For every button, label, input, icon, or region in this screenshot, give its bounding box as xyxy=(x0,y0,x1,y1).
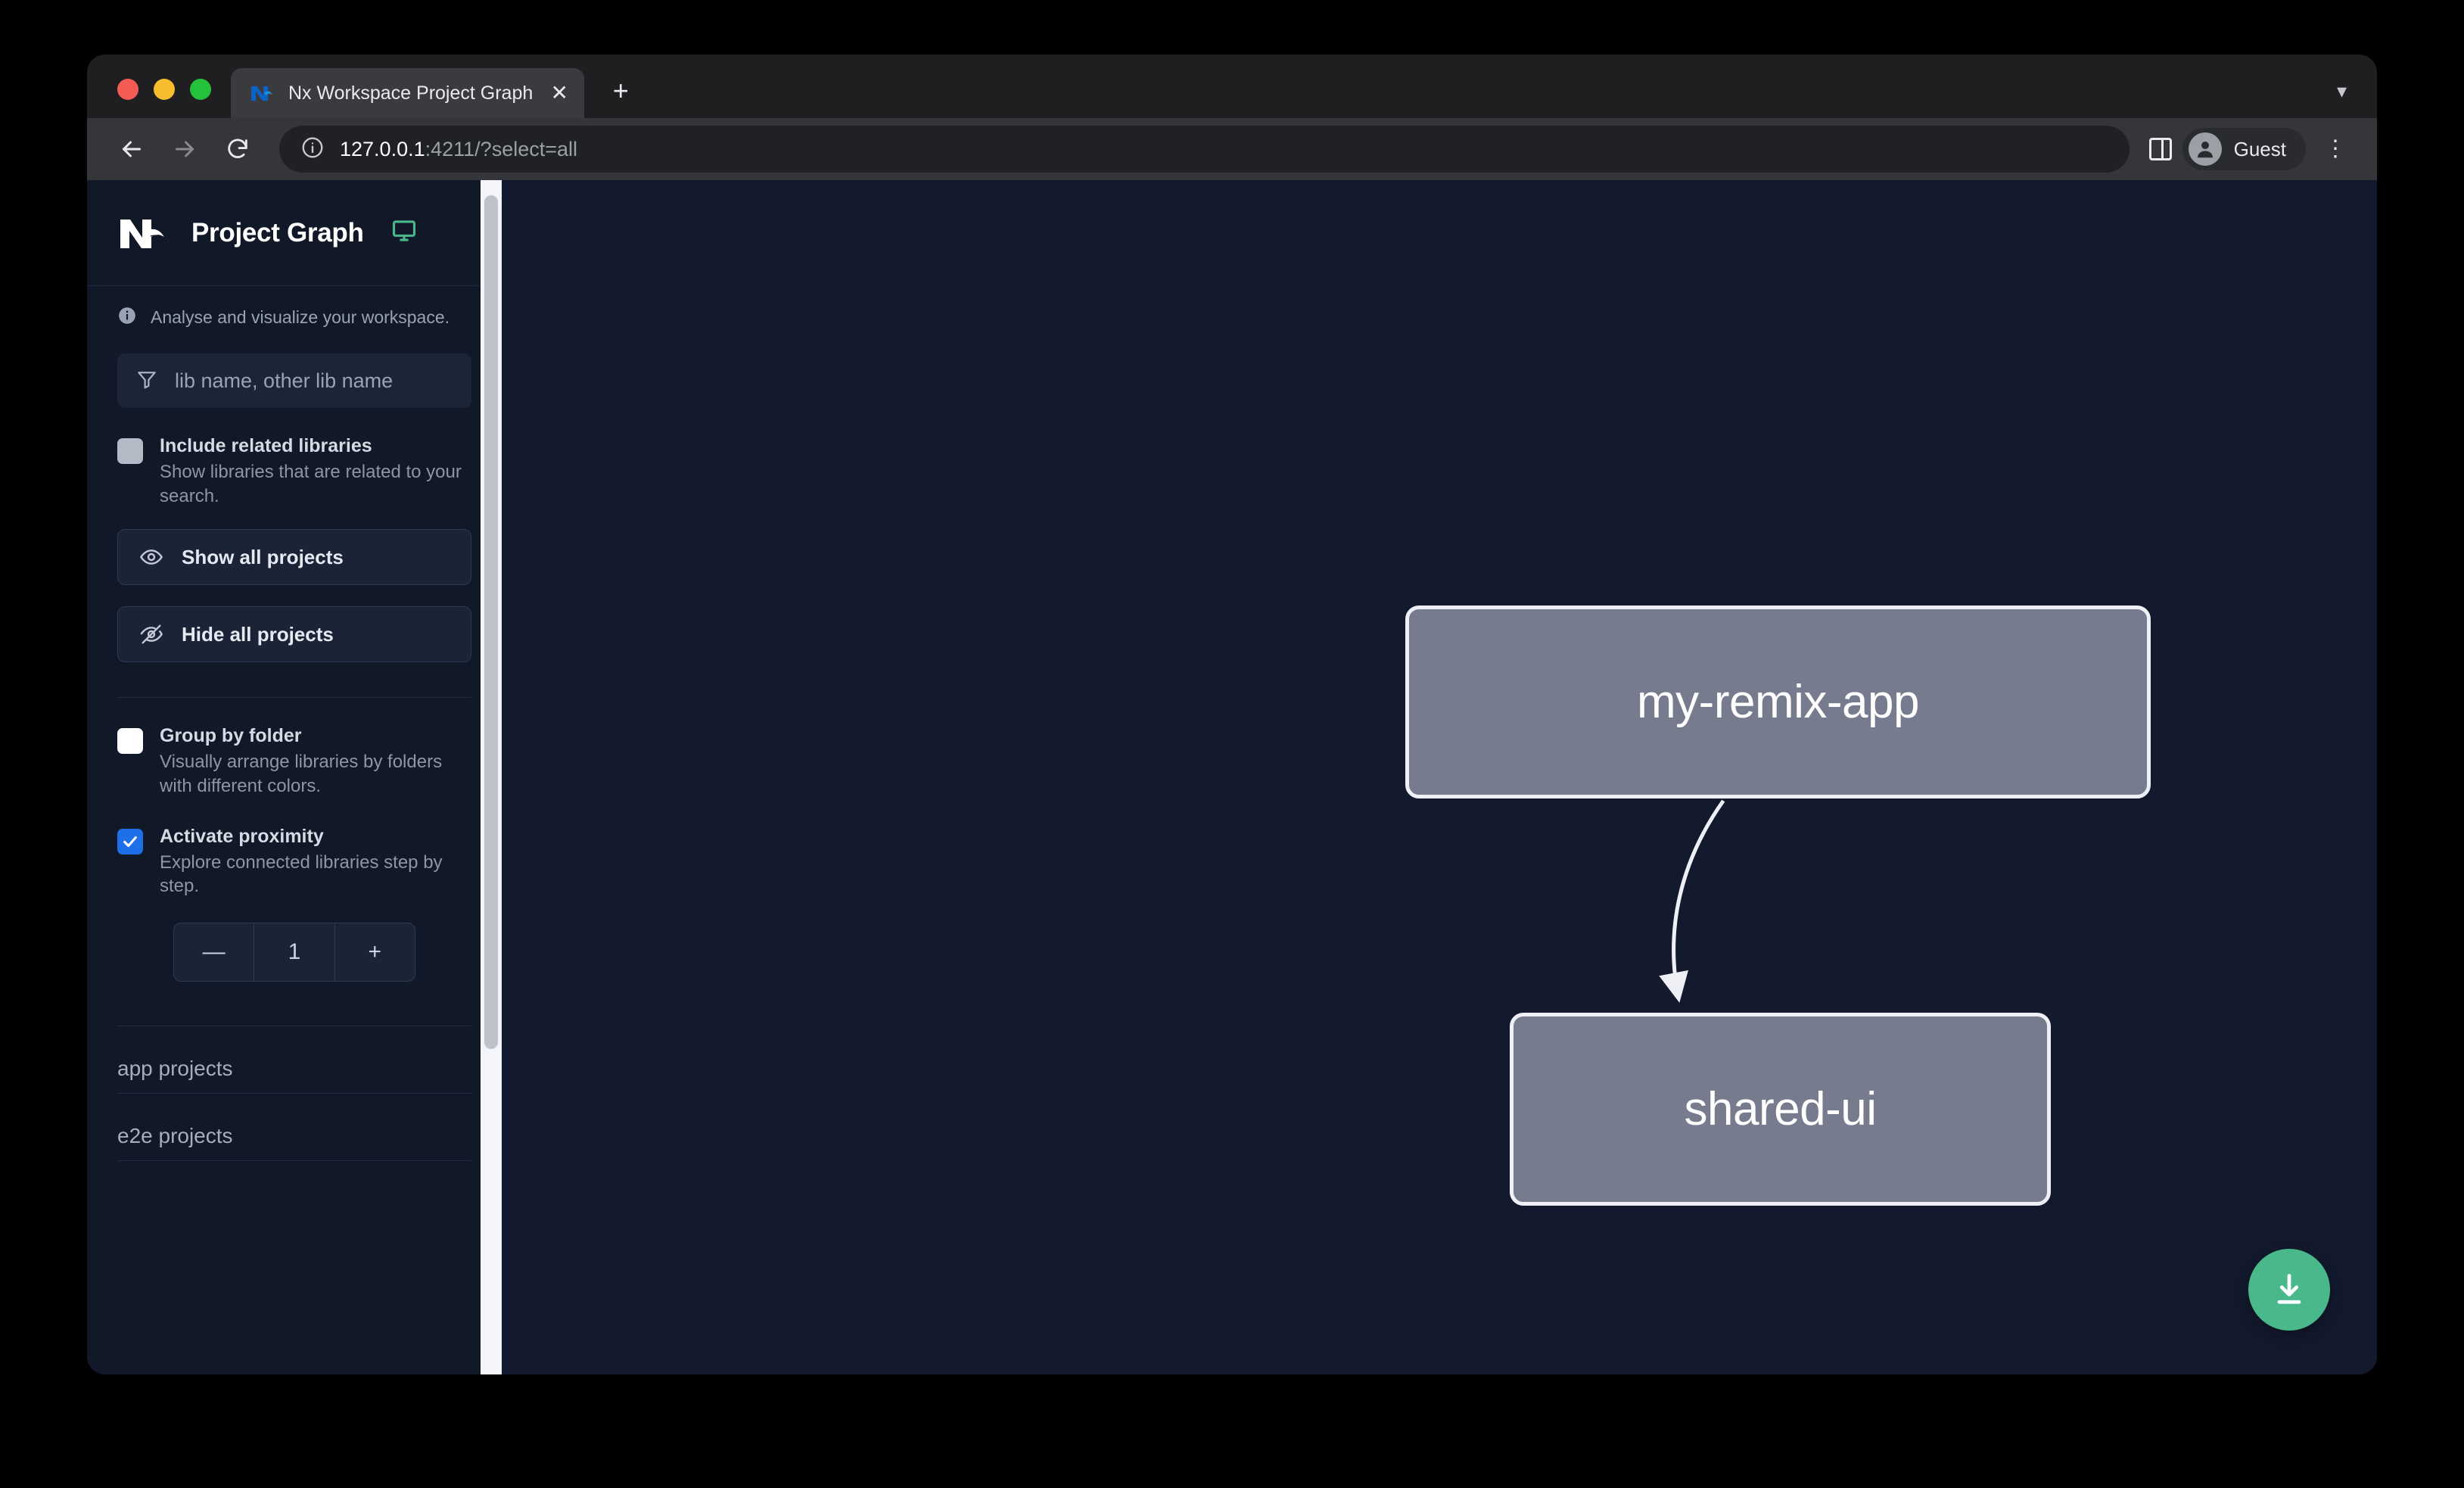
toolbar-actions: Guest ⋮ xyxy=(2148,128,2354,170)
option-description: Explore connected libraries step by step… xyxy=(160,851,443,897)
monitor-icon[interactable] xyxy=(391,218,417,247)
checkbox-include-related-libraries[interactable] xyxy=(117,438,143,464)
browser-toolbar: 127.0.0.1:4211/?select=all Guest ⋮ xyxy=(87,118,2377,180)
graph-edges xyxy=(1659,799,1725,1003)
check-icon xyxy=(123,836,137,847)
show-all-projects-label: Show all projects xyxy=(182,545,344,568)
checkbox-activate-proximity[interactable] xyxy=(117,828,143,855)
sidebar-scrollbar-thumb[interactable] xyxy=(484,195,498,1049)
sidebar-header: Project Graph xyxy=(87,180,502,286)
graph-node-my-remix-app[interactable]: my-remix-app xyxy=(1405,605,2151,798)
show-all-projects-button[interactable]: Show all projects xyxy=(117,529,471,586)
sidebar-divider xyxy=(117,697,471,699)
sidebar-scrollbar[interactable] xyxy=(481,180,502,1374)
avatar-icon xyxy=(2188,132,2222,166)
close-window-button[interactable] xyxy=(117,79,138,100)
search-field[interactable] xyxy=(117,353,471,408)
hide-all-projects-label: Hide all projects xyxy=(182,622,334,646)
reload-icon[interactable] xyxy=(214,126,261,173)
option-include-related-libraries[interactable]: Include related libraries Show libraries… xyxy=(117,435,471,508)
sidebar-hint-text: Analyse and visualize your workspace. xyxy=(151,307,450,327)
sidebar: Project Graph Analyse and visual xyxy=(87,180,502,1374)
proximity-increment-button[interactable]: + xyxy=(334,923,415,982)
sidebar-body: Include related libraries Show libraries… xyxy=(87,335,502,1027)
nx-logo-icon xyxy=(117,215,172,251)
chevron-down-icon[interactable]: ▾ xyxy=(2336,79,2347,102)
window-controls xyxy=(87,79,211,118)
browser-window: Nx Workspace Project Graph ✕ + ▾ xyxy=(87,54,2377,1374)
browser-tab[interactable]: Nx Workspace Project Graph ✕ xyxy=(231,68,585,118)
address-bar[interactable]: 127.0.0.1:4211/?select=all xyxy=(279,126,2130,173)
option-title: Include related libraries xyxy=(160,435,372,456)
back-arrow-icon[interactable] xyxy=(108,126,155,173)
info-icon xyxy=(117,306,137,329)
profile-button[interactable]: Guest xyxy=(2182,128,2306,170)
url-text: 127.0.0.1:4211/?select=all xyxy=(340,138,577,161)
forward-arrow-icon[interactable] xyxy=(161,126,208,173)
proximity-value: 1 xyxy=(254,923,334,982)
info-circle-icon[interactable] xyxy=(300,135,325,163)
hide-all-projects-button[interactable]: Hide all projects xyxy=(117,606,471,663)
graph-node-label: shared-ui xyxy=(1684,1083,1877,1135)
browser-tabstrip: Nx Workspace Project Graph ✕ + ▾ xyxy=(87,54,2377,118)
sidebar-group-app-projects[interactable]: app projects xyxy=(117,1026,471,1094)
option-group-by-folder[interactable]: Group by folder Visually arrange librari… xyxy=(117,725,471,798)
project-groups: app projects e2e projects xyxy=(87,1026,502,1162)
eye-icon xyxy=(139,545,163,569)
option-title: Activate proximity xyxy=(160,825,324,847)
sidebar-hint: Analyse and visualize your workspace. xyxy=(87,286,502,335)
graph-node-label: my-remix-app xyxy=(1637,676,1919,728)
option-title: Group by folder xyxy=(160,725,302,747)
graph-edge-my-remix-app-to-shared-ui xyxy=(1659,799,1725,1003)
search-input[interactable] xyxy=(175,369,453,393)
url-host: 127.0.0.1 xyxy=(340,137,425,160)
kebab-menu-icon[interactable]: ⋮ xyxy=(2324,136,2347,161)
page-viewport: Project Graph Analyse and visual xyxy=(87,180,2377,1374)
download-graph-button[interactable] xyxy=(2248,1249,2330,1331)
option-description: Visually arrange libraries by folders wi… xyxy=(160,752,443,797)
proximity-stepper: — 1 + xyxy=(173,923,415,982)
checkbox-group-by-folder[interactable] xyxy=(117,728,143,755)
eye-off-icon xyxy=(139,622,163,646)
graph-node-shared-ui[interactable]: shared-ui xyxy=(1510,1013,2051,1206)
proximity-decrement-button[interactable]: — xyxy=(202,939,226,965)
sidebar-group-e2e-projects[interactable]: e2e projects xyxy=(117,1094,471,1162)
filter-funnel-icon xyxy=(135,368,158,394)
url-path: :4211/?select=all xyxy=(425,137,578,160)
page-title: Project Graph xyxy=(191,217,364,247)
download-icon xyxy=(2277,1274,2301,1304)
split-panel-icon[interactable] xyxy=(2148,138,2172,160)
minimize-window-button[interactable] xyxy=(154,79,175,100)
option-description: Show libraries that are related to your … xyxy=(160,462,462,506)
tab-title: Nx Workspace Project Graph xyxy=(288,82,534,104)
graph-canvas[interactable]: my-remix-app shared-ui xyxy=(502,180,2377,1374)
option-activate-proximity[interactable]: Activate proximity Explore connected lib… xyxy=(117,826,471,898)
nx-logo-icon xyxy=(249,80,275,106)
maximize-window-button[interactable] xyxy=(190,79,211,100)
close-icon[interactable]: ✕ xyxy=(550,81,569,104)
new-tab-button[interactable]: + xyxy=(612,75,629,106)
profile-label: Guest xyxy=(2233,137,2286,160)
